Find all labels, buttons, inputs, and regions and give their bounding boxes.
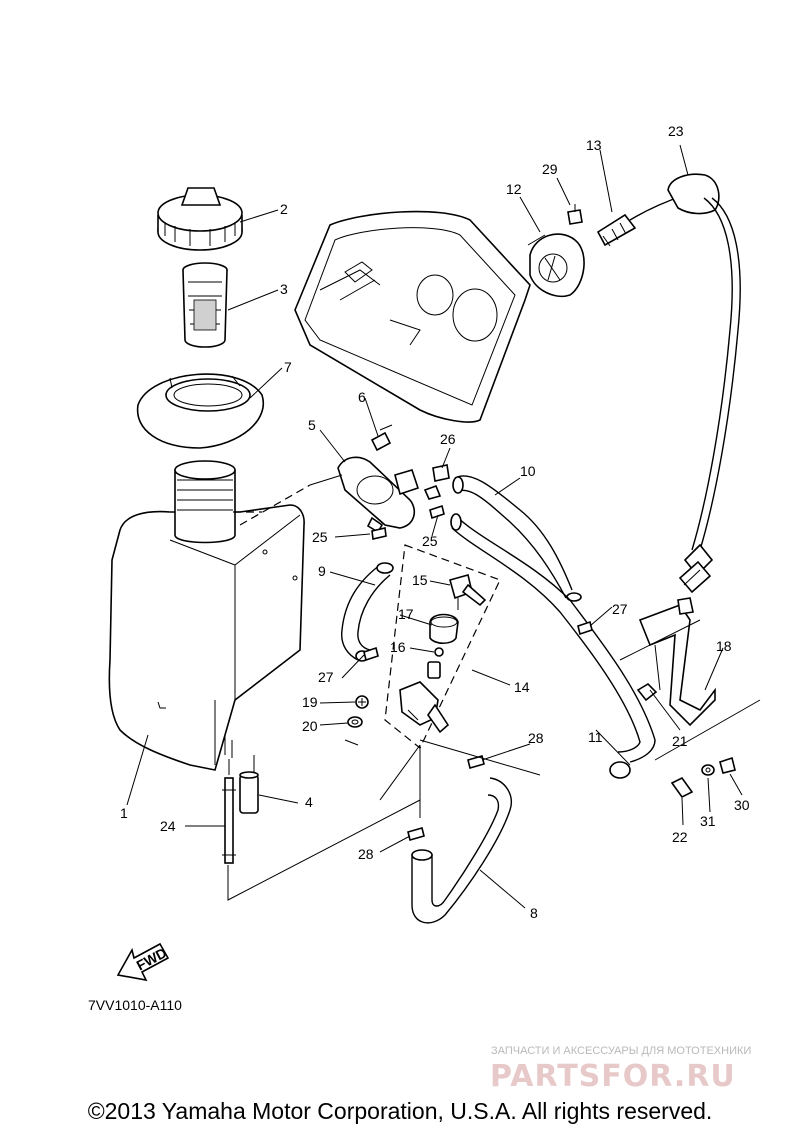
- callout-12: 12: [506, 181, 522, 197]
- callout-8: 8: [530, 905, 538, 921]
- diagram-code: 7VV1010-A110: [88, 997, 182, 1013]
- parts-diagram: 1 2 3 4 5 6 7 8 9 10 11 12 13 14 15 16 1…: [88, 123, 761, 1094]
- callout-2: 2: [280, 201, 288, 217]
- part-screw-washer: [344, 695, 369, 746]
- callout-25b: 25: [422, 533, 438, 549]
- copyright-notice: ©2013 Yamaha Motor Corporation, U.S.A. A…: [87, 1098, 713, 1124]
- leader-lines: [126, 144, 743, 909]
- callout-19: 19: [302, 694, 318, 710]
- part-oil-pump: [527, 233, 585, 297]
- callout-23: 23: [668, 123, 684, 139]
- part-hose-10: [452, 475, 582, 602]
- part-bolt-29: [567, 204, 583, 225]
- callout-6: 6: [358, 389, 366, 405]
- callout-28a: 28: [528, 730, 544, 746]
- part-joint: [309, 424, 420, 534]
- callout-28b: 28: [358, 846, 374, 862]
- part-strainer: [182, 262, 228, 348]
- part-cable-end: [596, 194, 686, 247]
- callout-13: 13: [586, 137, 602, 153]
- callout-17: 17: [398, 606, 414, 622]
- callout-3: 3: [280, 281, 288, 297]
- callout-15: 15: [412, 572, 428, 588]
- callout-labels: 1 2 3 4 5 6 7 8 9 10 11 12 13 14 15 16 1…: [120, 123, 750, 921]
- part-cock-assembly: [384, 544, 501, 749]
- part-air-box: [294, 210, 531, 423]
- callout-31: 31: [700, 813, 716, 829]
- part-hose-11: [450, 513, 656, 779]
- part-clip-26: [423, 464, 450, 500]
- part-cable: [667, 173, 741, 594]
- callout-9: 9: [318, 563, 326, 579]
- callout-27b: 27: [612, 601, 628, 617]
- fwd-arrow-icon: FWD: [116, 942, 169, 982]
- callout-30: 30: [734, 797, 750, 813]
- callout-21: 21: [672, 733, 688, 749]
- part-filler-cap: [157, 187, 243, 251]
- callout-25a: 25: [312, 529, 328, 545]
- callout-5: 5: [308, 417, 316, 433]
- callout-24: 24: [160, 818, 176, 834]
- part-hose-8: [411, 777, 512, 924]
- callout-29: 29: [542, 161, 558, 177]
- part-bracket: [619, 597, 761, 761]
- callout-4: 4: [305, 794, 313, 810]
- callout-14: 14: [514, 679, 530, 695]
- part-oil-tank: [108, 460, 311, 771]
- part-drain: [222, 755, 421, 901]
- callout-22: 22: [672, 829, 688, 845]
- watermark-logo: PARTSFOR.RU: [490, 1059, 736, 1094]
- part-collar: [136, 373, 265, 449]
- callout-18: 18: [716, 638, 732, 654]
- callout-10: 10: [520, 463, 536, 479]
- callout-1: 1: [120, 805, 128, 821]
- callout-27a: 27: [318, 669, 334, 685]
- callout-20: 20: [302, 718, 318, 734]
- clips: [363, 504, 593, 841]
- callout-11: 11: [588, 729, 603, 745]
- callout-26: 26: [440, 431, 456, 447]
- watermark-tagline: ЗАПЧАСТИ И АКСЕССУАРЫ ДЛЯ МОТОТЕХНИКИ: [491, 1045, 751, 1057]
- part-fasteners-22-30-31: [670, 756, 736, 799]
- callout-16: 16: [390, 639, 406, 655]
- watermark: ЗАПЧАСТИ И АКСЕССУАРЫ ДЛЯ МОТОТЕХНИКИ PA…: [490, 1045, 751, 1094]
- callout-7: 7: [284, 359, 292, 375]
